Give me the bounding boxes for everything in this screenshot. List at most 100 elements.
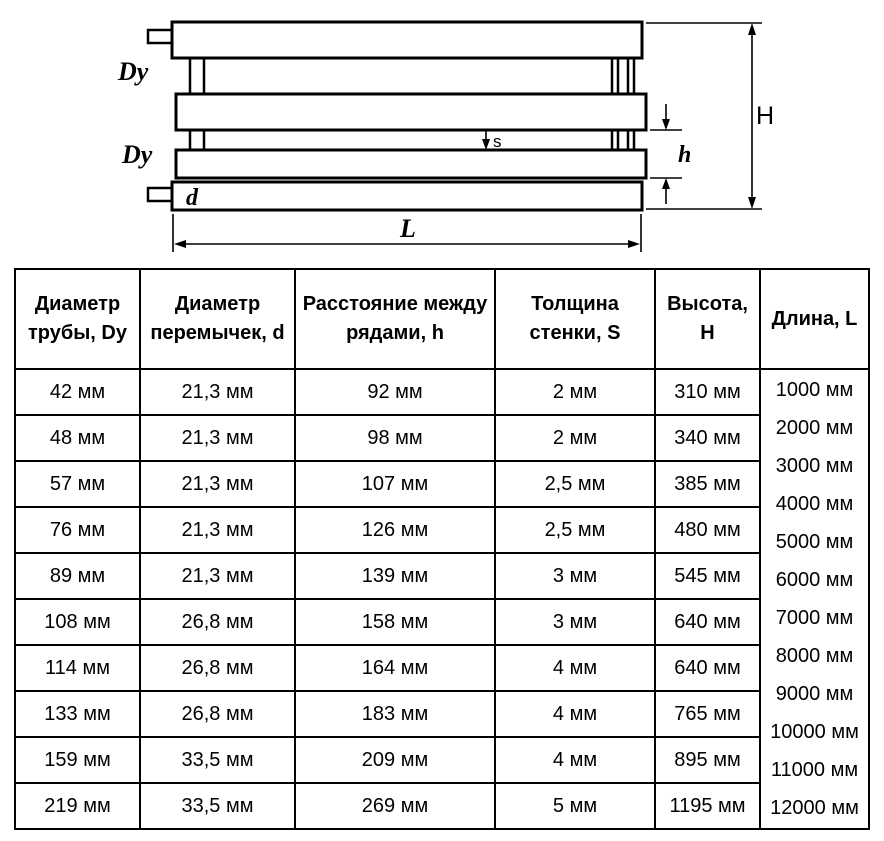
header-row: Диаметр трубы, Dy Диаметр перемычек, d Р… — [14, 268, 870, 370]
table-cell: 92 мм — [294, 368, 496, 416]
table-cell: 385 мм — [654, 460, 761, 508]
length-values-cell: 1000 мм 2000 мм 3000 мм 4000 мм 5000 мм … — [759, 368, 870, 830]
table-cell: 114 мм — [14, 644, 141, 692]
table-cell: 21,3 мм — [139, 414, 296, 462]
table-cell: 219 мм — [14, 782, 141, 830]
length-value: 8000 мм — [775, 645, 854, 667]
length-value: 11000 мм — [770, 759, 859, 781]
table-cell: 2,5 мм — [494, 460, 656, 508]
label-d: d — [186, 185, 199, 211]
pipe-3 — [174, 148, 648, 180]
table-cell: 2 мм — [494, 414, 656, 462]
table-cell: 21,3 мм — [139, 368, 296, 416]
table-row: 48 мм 21,3 мм 98 мм 2 мм 340 мм — [14, 414, 869, 462]
table-cell: 57 мм — [14, 460, 141, 508]
col-header-pipe-diameter: Диаметр трубы, Dy — [14, 268, 141, 370]
table-cell: 3 мм — [494, 598, 656, 646]
table-cell: 107 мм — [294, 460, 496, 508]
table-cell: 2,5 мм — [494, 506, 656, 554]
length-value: 9000 мм — [775, 683, 854, 705]
col-header-row-spacing: Расстояние между рядами, h — [294, 268, 496, 370]
arrow-L-right — [628, 240, 640, 248]
table-cell: 26,8 мм — [139, 690, 296, 738]
length-value: 1000 мм — [775, 379, 854, 401]
pipe-4 — [170, 180, 644, 212]
table-cell: 21,3 мм — [139, 506, 296, 554]
pipe-stubs — [146, 28, 174, 203]
table-cell: 21,3 мм — [139, 552, 296, 600]
arrow-s-down — [482, 139, 490, 150]
table-cell: 133 мм — [14, 690, 141, 738]
table-cell: 2 мм — [494, 368, 656, 416]
table-cell: 765 мм — [654, 690, 761, 738]
stub-top-left — [146, 28, 174, 45]
table-cell: 48 мм — [14, 414, 141, 462]
table-cell: 21,3 мм — [139, 460, 296, 508]
table-cell: 5 мм — [494, 782, 656, 830]
register-pipes — [170, 20, 648, 212]
length-value: 7000 мм — [775, 607, 854, 629]
table-cell: 4 мм — [494, 690, 656, 738]
table-cell: 1195 мм — [654, 782, 761, 830]
table-cell: 310 мм — [654, 368, 761, 416]
label-dy-bottom: Dy — [121, 140, 153, 169]
label-L: L — [399, 214, 416, 243]
length-value: 6000 мм — [775, 569, 854, 591]
diagram-labels: Dy Dy d s h H L — [117, 57, 774, 243]
table-cell: 640 мм — [654, 644, 761, 692]
table-cell: 545 мм — [654, 552, 761, 600]
table-row: 159 мм 33,5 мм 209 мм 4 мм 895 мм — [14, 736, 869, 784]
table-cell: 340 мм — [654, 414, 761, 462]
table-row: 108 мм 26,8 мм 158 мм 3 мм 640 мм — [14, 598, 869, 646]
arrowheads — [174, 23, 756, 248]
table-cell: 183 мм — [294, 690, 496, 738]
col-header-jumper-diameter: Диаметр перемычек, d — [139, 268, 296, 370]
register-diagram: Dy Dy d s h H L — [117, 20, 774, 252]
table-cell: 76 мм — [14, 506, 141, 554]
pipe-1 — [170, 20, 644, 60]
table-cell: 126 мм — [294, 506, 496, 554]
table-row: 133 мм 26,8 мм 183 мм 4 мм 765 мм — [14, 690, 869, 738]
col-header-length: Длина, L — [759, 268, 870, 370]
table-cell: 33,5 мм — [139, 782, 296, 830]
table-row: 76 мм 21,3 мм 126 мм 2,5 мм 480 мм — [14, 506, 869, 554]
col-header-height: Высота, H — [654, 268, 761, 370]
table-cell: 108 мм — [14, 598, 141, 646]
table-cell: 98 мм — [294, 414, 496, 462]
table-cell: 4 мм — [494, 736, 656, 784]
arrow-h-down — [662, 119, 670, 130]
table-row: 57 мм 21,3 мм 107 мм 2,5 мм 385 мм — [14, 460, 869, 508]
table-cell: 26,8 мм — [139, 644, 296, 692]
length-value: 4000 мм — [775, 493, 854, 515]
label-h: h — [678, 142, 691, 168]
dimension-lines — [172, 22, 762, 252]
arrow-H-up — [748, 23, 756, 35]
col-header-wall-thickness: Толщина стенки, S — [494, 268, 656, 370]
table-cell: 209 мм — [294, 736, 496, 784]
length-value: 2000 мм — [775, 417, 854, 439]
table-cell: 158 мм — [294, 598, 496, 646]
length-value: 12000 мм — [770, 797, 859, 819]
stub-bottom-left — [146, 186, 174, 203]
table-row: 114 мм 26,8 мм 164 мм 4 мм 640 мм — [14, 644, 869, 692]
length-value: 5000 мм — [775, 531, 854, 553]
table-row: 219 мм 33,5 мм 269 мм 5 мм 1195 мм — [14, 782, 869, 830]
table-row: 42 мм 21,3 мм 92 мм 2 мм 310 мм 1000 мм … — [14, 368, 870, 830]
table-cell: 269 мм — [294, 782, 496, 830]
table-cell: 3 мм — [494, 552, 656, 600]
pipe-2 — [174, 92, 648, 132]
table-cell: 164 мм — [294, 644, 496, 692]
table-cell: 139 мм — [294, 552, 496, 600]
table-cell: 26,8 мм — [139, 598, 296, 646]
label-s: s — [493, 132, 502, 151]
label-dy-top: Dy — [117, 57, 149, 86]
table-row: 89 мм 21,3 мм 139 мм 3 мм 545 мм — [14, 552, 869, 600]
spec-table: Диаметр трубы, Dy Диаметр перемычек, d Р… — [14, 268, 870, 830]
table-cell: 4 мм — [494, 644, 656, 692]
table-cell: 159 мм — [14, 736, 141, 784]
length-value: 3000 мм — [775, 455, 854, 477]
jumper-pipes — [188, 58, 636, 150]
arrow-H-down — [748, 197, 756, 209]
table-cell: 640 мм — [654, 598, 761, 646]
table-cell: 42 мм — [14, 368, 141, 416]
